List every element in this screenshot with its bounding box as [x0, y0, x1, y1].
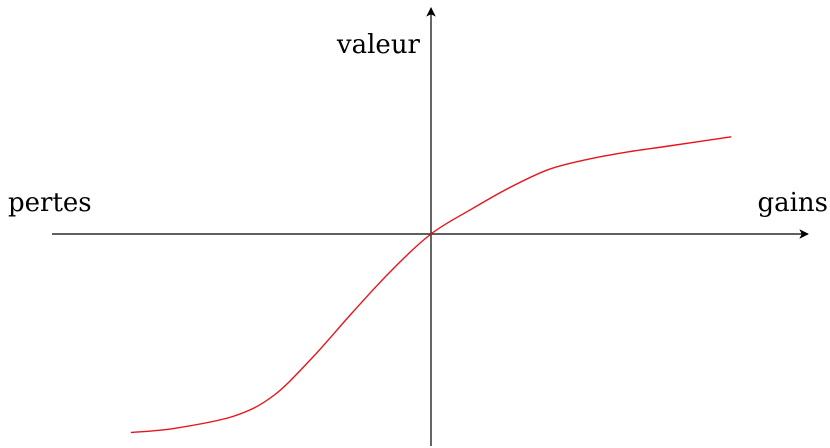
x-axis-right-label: gains	[757, 188, 828, 218]
series-group	[130, 136, 732, 434]
x-axis-left-label: pertes	[8, 188, 92, 218]
y-axis-label: valeur	[336, 30, 421, 60]
series-line-0	[130, 136, 732, 434]
